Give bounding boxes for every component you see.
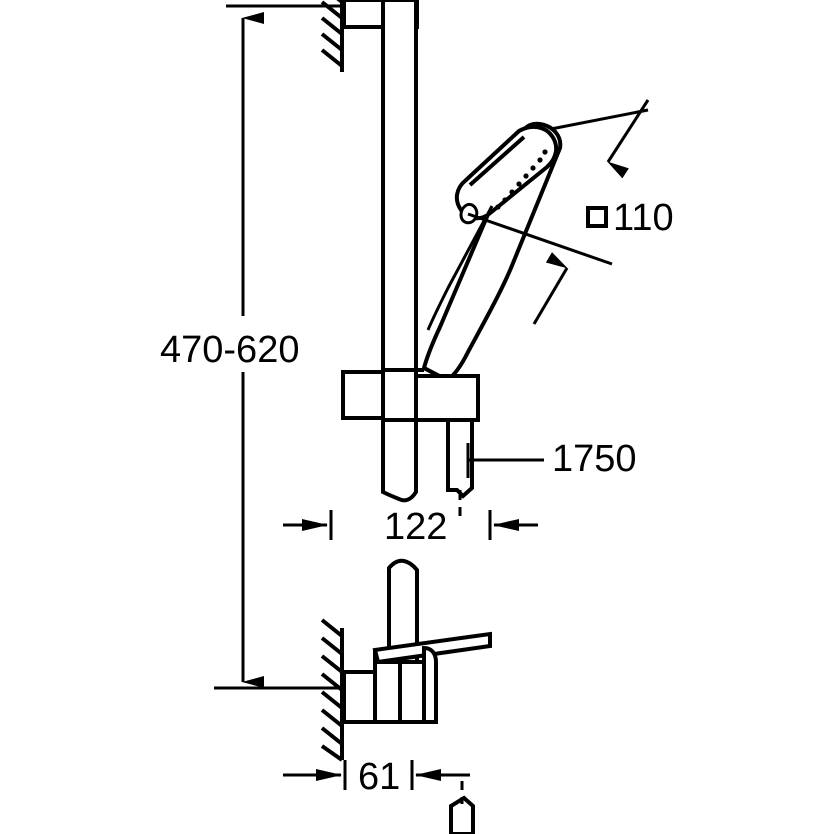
dimension-label-shower-head-width: 110 bbox=[586, 199, 674, 237]
dimension-label-hose-length: 1750 bbox=[552, 438, 637, 480]
dimension-arrows-shower-width bbox=[467, 99, 650, 325]
dimension-line-rail-height bbox=[214, 4, 344, 690]
dimension-label-rail-height: 470-620 bbox=[160, 329, 300, 371]
dimension-label-lower-projection: 61 bbox=[358, 756, 401, 798]
dimension-line-lower-projection bbox=[283, 760, 470, 790]
dimension-label-shower-head-value: 110 bbox=[613, 197, 674, 239]
dimension-line-upper-projection bbox=[283, 510, 538, 540]
shower-hose-upper bbox=[446, 418, 474, 499]
spray-nozzles bbox=[495, 149, 548, 210]
wall-hatching-top bbox=[320, 0, 344, 72]
leader-line-hose-length bbox=[466, 443, 544, 478]
slide-rail-upper bbox=[381, 0, 418, 374]
shower-holder-bracket bbox=[341, 368, 480, 422]
dimension-label-upper-projection: 122 bbox=[384, 506, 448, 548]
wall-bracket-bottom bbox=[342, 631, 492, 724]
square-symbol-icon bbox=[586, 206, 608, 228]
wall-hatching-bottom bbox=[320, 618, 344, 762]
hand-shower bbox=[422, 121, 563, 382]
slide-rail-lower-upper-seg bbox=[381, 418, 418, 503]
